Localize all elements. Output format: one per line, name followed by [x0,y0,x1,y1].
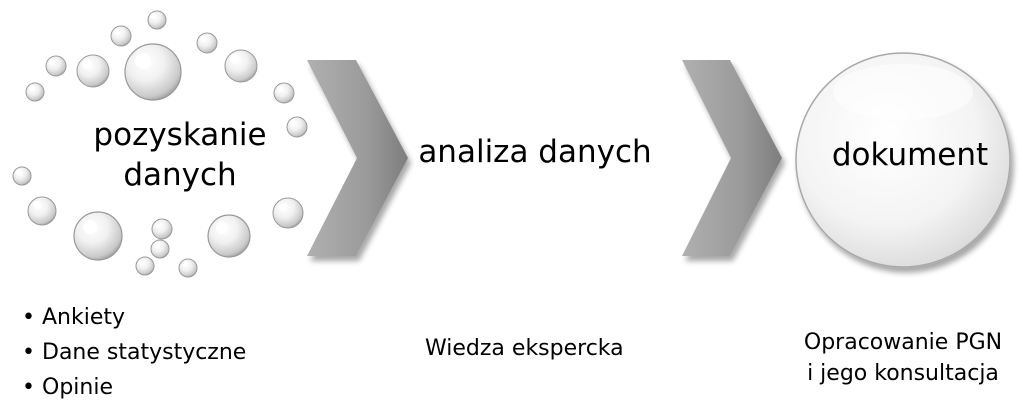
bubble [151,218,173,240]
document-circle [795,52,1011,268]
bubble [147,10,167,30]
bubble [73,211,123,261]
bubble [124,43,182,101]
analysis-note: Wiedza ekspercka [425,336,624,361]
bubble [110,25,132,47]
document-note-line: i jego konsultacja [807,361,999,386]
list-item: Opinie [20,370,246,405]
bubble [135,256,155,276]
document-note-line: Opracowanie PGN [803,330,1003,355]
bubble [272,197,304,229]
chevron-arrow-icon [682,60,782,256]
bubble [12,166,32,186]
bubble [76,54,110,88]
list-item: Dane statystyczne [20,335,246,370]
bubble [196,32,218,54]
bubble [286,116,308,138]
step-label-line: danych [123,157,237,193]
bubble [150,239,170,259]
bubble [207,214,251,258]
document-note: Opracowanie PGN i jego konsultacja [788,327,1018,389]
step-analiza-danych: analiza danych [418,134,652,170]
data-sources-list: Ankiety Dane statystyczne Opinie [20,300,246,405]
step-label-line: pozyskanie [93,117,267,153]
list-item: Ankiety [20,300,246,335]
bubble [45,55,67,77]
step-dokument: dokument [831,137,989,173]
bubble [273,82,295,104]
chevron-arrow-icon [307,60,408,256]
bubble [178,258,198,278]
step-pozyskanie-danych: pozyskanie danych [60,115,300,195]
bubble [27,196,57,226]
bubble [25,82,45,102]
bubble-ring [12,10,308,278]
bubble [224,49,258,83]
